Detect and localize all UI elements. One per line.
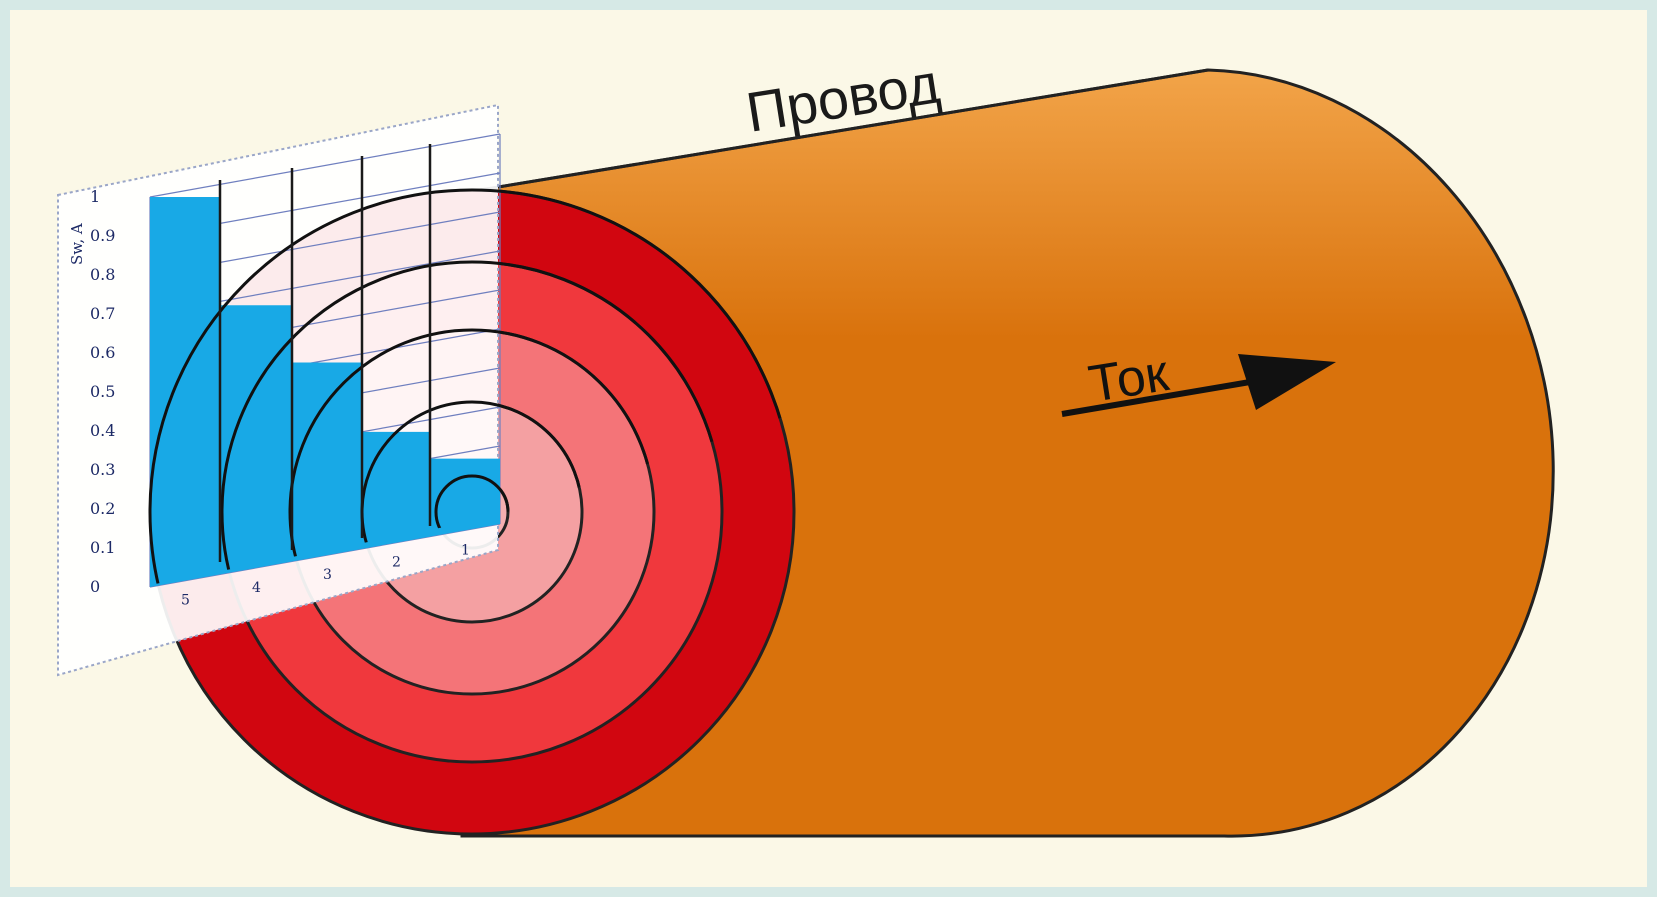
- chart-y-tick: 0.5: [90, 382, 115, 401]
- chart-bar: [362, 431, 430, 549]
- chart-bar: [292, 362, 362, 562]
- current-arrow: [1061, 354, 1336, 417]
- chart-x-tick: 2: [392, 555, 401, 571]
- chart-x-tick: 4: [252, 580, 261, 596]
- chart-y-tick: 1: [90, 187, 100, 206]
- chart-y-tick: 0.2: [90, 499, 115, 518]
- wire-top-edge: [461, 68, 1209, 195]
- chart-gridline-h: [149, 133, 501, 198]
- arrow-head-icon: [1238, 354, 1336, 410]
- chart-y-axis-title: Sw, A: [68, 223, 86, 265]
- chart-y-tick: 0.6: [90, 343, 115, 362]
- chart-bars: [150, 197, 500, 587]
- chart-y-tick: 0.7: [90, 304, 115, 323]
- chart-y-tick: 0.4: [90, 421, 115, 440]
- chart-bar: [150, 197, 220, 587]
- chart-y-tick: 0.9: [90, 226, 115, 245]
- wire-current-diagram: 0 0.1 0.2 0.3 0.4 0.5 0.6 0.7 0.8 0.9 1 5 4 3 2 1 Sw, …: [57, 51, 1555, 838]
- current-density-chart: 0 0.1 0.2 0.3 0.4 0.5 0.6 0.7 0.8 0.9 1 5 4 3 2 1 Sw, …: [57, 103, 501, 677]
- chart-y-tick: 0.1: [90, 538, 115, 557]
- chart-bar: [220, 305, 292, 575]
- chart-y-tick: 0.8: [90, 265, 115, 284]
- figure-frame: 0 0.1 0.2 0.3 0.4 0.5 0.6 0.7 0.8 0.9 1 5 4 3 2 1 Sw, …: [10, 10, 1647, 887]
- chart-x-ticks: 5 4 3 2 1: [181, 542, 470, 608]
- chart-y-ticks: 0 0.1 0.2 0.3 0.4 0.5 0.6 0.7 0.8 0.9 1: [90, 187, 115, 596]
- bar-dividers: [218, 144, 432, 562]
- chart-x-tick: 5: [181, 593, 190, 609]
- current-label: Ток: [1085, 344, 1173, 414]
- chart-x-tick: 1: [461, 542, 470, 558]
- chart-y-tick: 0.3: [90, 460, 115, 479]
- chart-x-tick: 3: [323, 567, 332, 583]
- chart-y-tick: 0: [90, 577, 100, 596]
